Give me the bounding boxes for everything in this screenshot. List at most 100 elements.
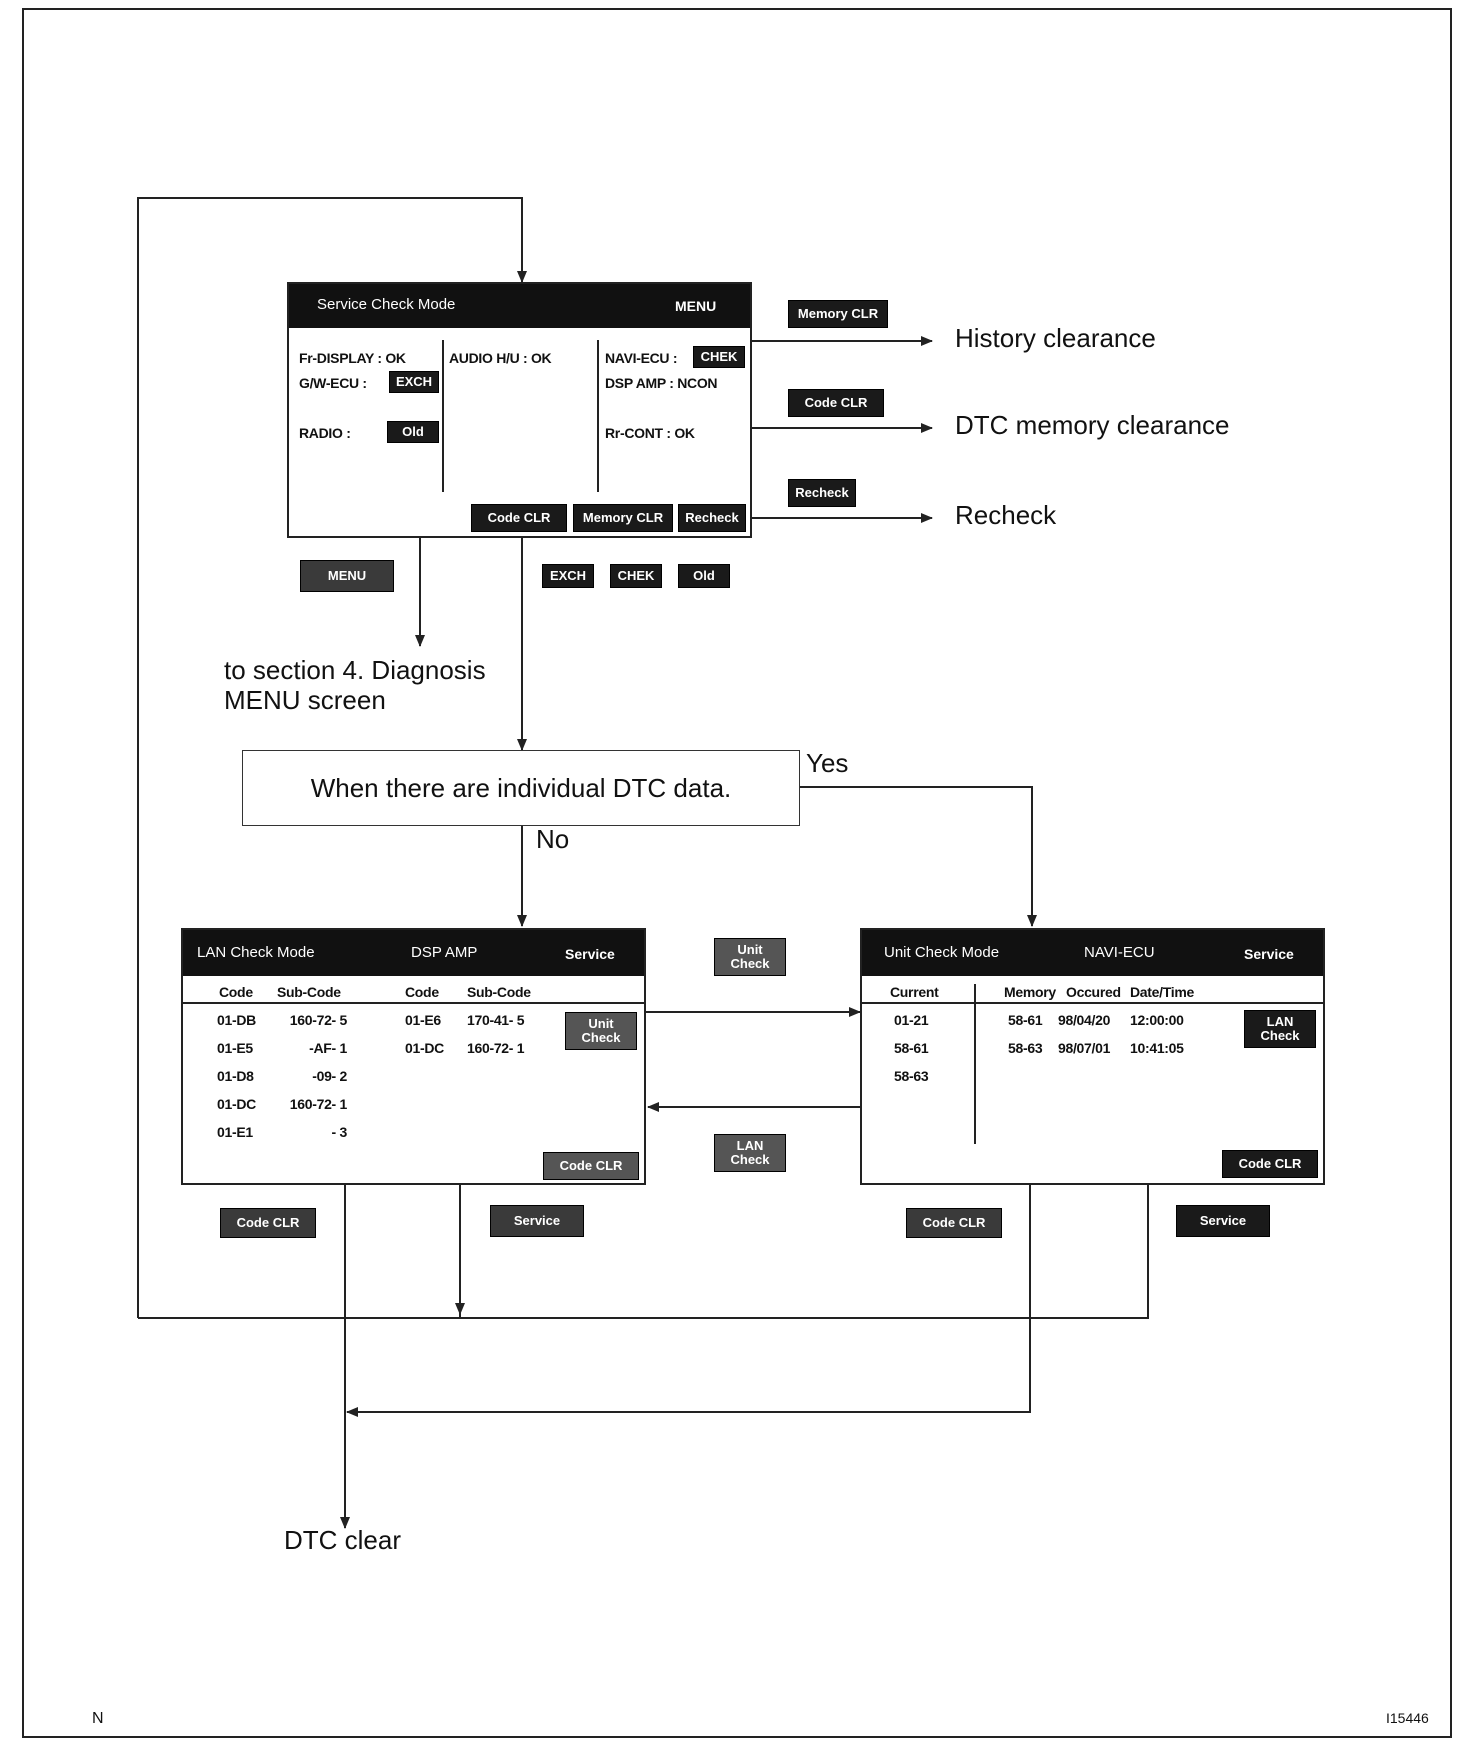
unit-check-label-2: Check — [581, 1030, 621, 1045]
navi-ecu-chek-button[interactable]: CHEK — [693, 346, 745, 368]
unit-header: Unit Check Mode NAVI-ECU Service — [862, 930, 1323, 976]
code-clr-button[interactable]: Code CLR — [471, 504, 567, 532]
yes-arrow — [800, 786, 1037, 927]
figure-frame — [22, 8, 1452, 1738]
lan-check-side-button[interactable]: LAN Check — [714, 1134, 786, 1172]
radio-old-button[interactable]: Old — [387, 421, 439, 443]
code-clr-bottom-right-button[interactable]: Code CLR — [906, 1208, 1002, 1238]
lan-header-rule — [183, 1002, 644, 1004]
lan-check-side-label-1: LAN — [736, 1138, 764, 1153]
memory-code: 58-61 — [1008, 1012, 1043, 1028]
lan-check-button[interactable]: LAN Check — [1244, 1010, 1316, 1048]
unit-code-clr-line — [346, 1185, 1031, 1417]
unit-check-screen: Unit Check Mode NAVI-ECU Service Current… — [860, 928, 1325, 1185]
menu-side-button[interactable]: MENU — [300, 560, 394, 592]
loop-return-line — [137, 197, 527, 1318]
memory-clr-button[interactable]: Memory CLR — [573, 504, 673, 532]
memory-time: 12:00:00 — [1130, 1012, 1184, 1028]
table-row-code: 01-DC — [217, 1096, 256, 1112]
code-clr-side-button[interactable]: Code CLR — [788, 389, 884, 417]
corner-left-label: N — [92, 1710, 104, 1727]
table-row-code: 01-DB — [217, 1012, 256, 1028]
table-row-sub: -09- 2 — [312, 1068, 347, 1084]
lan-header: LAN Check Mode DSP AMP Service — [183, 930, 644, 976]
unit-unit: NAVI-ECU — [1084, 944, 1155, 961]
service-bottom-left-button[interactable]: Service — [490, 1205, 584, 1237]
to-section-label: to section 4. Diagnosis — [224, 655, 486, 685]
unit-col-memory: Memory — [1004, 984, 1056, 1000]
dsp-amp-status: DSP AMP : NCON — [605, 375, 718, 391]
lan-service[interactable]: Service — [565, 946, 615, 962]
memory-clr-side-button[interactable]: Memory CLR — [788, 300, 888, 328]
recheck-button[interactable]: Recheck — [678, 504, 746, 532]
table-row-code: 01-E5 — [217, 1040, 253, 1056]
table-row-code: 01-DC — [405, 1040, 444, 1056]
unit-col-current: Current — [890, 984, 939, 1000]
service-header: Service Check Mode MENU — [289, 284, 750, 328]
table-row-code: 01-D8 — [217, 1068, 254, 1084]
divider — [597, 340, 599, 492]
gw-ecu-label: G/W-ECU : — [299, 375, 367, 391]
unit-col-datetime: Date/Time — [1130, 984, 1194, 1000]
current-code: 58-61 — [894, 1040, 929, 1056]
unit-title: Unit Check Mode — [884, 944, 1000, 961]
lan-check-label-2: Check — [1260, 1028, 1300, 1043]
unit-divider — [974, 984, 976, 1144]
decision-box: When there are individual DTC data. — [242, 750, 800, 826]
memory-code: 58-63 — [1008, 1040, 1043, 1056]
table-row-sub: 170-41- 5 — [467, 1012, 525, 1028]
service-bottom-right-button[interactable]: Service — [1176, 1205, 1270, 1237]
service-check-screen: Service Check Mode MENU Fr-DISPLAY : OK … — [287, 282, 752, 538]
code-clr-bottom-left-button[interactable]: Code CLR — [220, 1208, 316, 1238]
lan-check-side-label-2: Check — [730, 1152, 770, 1167]
radio-label: RADIO : — [299, 425, 351, 441]
lan-col-code2: Code — [405, 984, 439, 1000]
memory-date: 98/07/01 — [1058, 1040, 1111, 1056]
unit-check-button[interactable]: Unit Check — [565, 1012, 637, 1050]
lan-col-sub: Sub-Code — [277, 984, 341, 1000]
decision-text: When there are individual DTC data. — [310, 772, 732, 803]
old-side-button[interactable]: Old — [678, 564, 730, 588]
unit-code-clr-button[interactable]: Code CLR — [1222, 1150, 1318, 1178]
navi-ecu-label: NAVI-ECU : — [605, 350, 678, 366]
exch-side-button[interactable]: EXCH — [542, 564, 594, 588]
unit-header-rule — [862, 1002, 1323, 1004]
to-section-label-2: MENU screen — [224, 685, 386, 715]
lan-check-label-1: LAN — [1266, 1014, 1294, 1029]
current-code: 58-63 — [894, 1068, 929, 1084]
unit-check-side-label-2: Check — [730, 956, 770, 971]
lan-title: LAN Check Mode — [197, 944, 315, 961]
memory-time: 10:41:05 — [1130, 1040, 1184, 1056]
memory-date: 98/04/20 — [1058, 1012, 1111, 1028]
recheck-side-button[interactable]: Recheck — [788, 479, 856, 507]
unit-check-side-button[interactable]: Unit Check — [714, 938, 786, 976]
audio-status: AUDIO H/U : OK — [449, 350, 552, 366]
table-row-code: 01-E1 — [217, 1124, 253, 1140]
recheck-label: Recheck — [955, 500, 1057, 530]
chek-side-button[interactable]: CHEK — [610, 564, 662, 588]
yes-label: Yes — [806, 748, 849, 778]
lan-unit: DSP AMP — [411, 944, 478, 961]
lan-check-screen: LAN Check Mode DSP AMP Service Code Sub-… — [181, 928, 646, 1185]
table-row-sub: 160-72- 1 — [289, 1096, 348, 1112]
table-row-sub: - 3 — [331, 1124, 348, 1140]
divider — [442, 340, 444, 492]
dtc-clear-label: DTC clear — [284, 1525, 402, 1555]
history-clearance-label: History clearance — [955, 323, 1156, 353]
table-row-code: 01-E6 — [405, 1012, 441, 1028]
unit-check-side-label-1: Unit — [737, 942, 763, 957]
service-right-line — [138, 1185, 1149, 1319]
lan-code-clr-button[interactable]: Code CLR — [543, 1152, 639, 1180]
gw-ecu-exch-button[interactable]: EXCH — [389, 371, 439, 393]
rr-cont-status: Rr-CONT : OK — [605, 425, 695, 441]
table-row-sub: 160-72- 1 — [467, 1040, 525, 1056]
figure-id-label: I15446 — [1386, 1710, 1429, 1726]
table-row-sub: 160-72- 5 — [289, 1012, 348, 1028]
unit-check-label-1: Unit — [588, 1016, 614, 1031]
table-row-sub: -AF- 1 — [309, 1040, 347, 1056]
menu-label[interactable]: MENU — [675, 298, 717, 314]
unit-col-occured: Occured — [1066, 984, 1121, 1000]
fr-display-status: Fr-DISPLAY : OK — [299, 350, 406, 366]
unit-service[interactable]: Service — [1244, 946, 1294, 962]
